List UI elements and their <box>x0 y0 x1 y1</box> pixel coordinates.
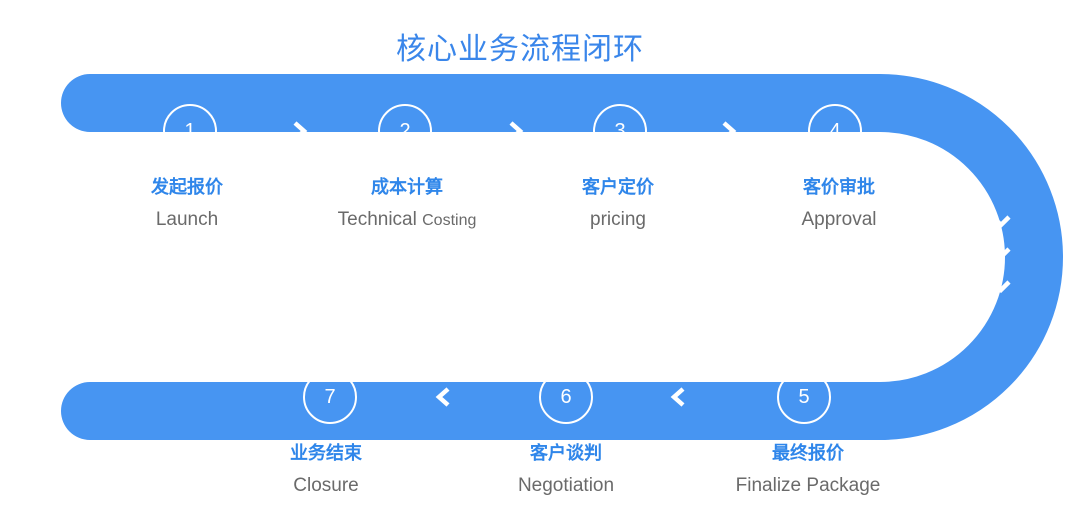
chevron-right-icon <box>722 121 737 141</box>
step-1-label: 发起报价 Launch <box>77 177 297 232</box>
step-6-label: 客户谈判 Negotiation <box>456 443 676 498</box>
step-2-zh: 成本计算 <box>371 177 443 198</box>
step-2-en: Technical Costing <box>297 208 517 233</box>
step-5-number: 5 <box>798 385 810 408</box>
step-4-label: 客价审批 Approval <box>729 177 949 232</box>
chevron-down-icon <box>991 247 1011 261</box>
step-4-number: 4 <box>829 119 841 142</box>
step-6-circle: 6 <box>539 370 593 424</box>
step-3-circle: 3 <box>593 104 647 158</box>
chevron-left-icon <box>435 387 450 407</box>
step-2-en-sub: Costing <box>422 212 477 229</box>
step-2-en-main: Technical <box>337 209 417 230</box>
step-6-en: Negotiation <box>517 475 615 496</box>
step-7-en: Closure <box>293 475 359 496</box>
step-7-number: 7 <box>324 385 336 408</box>
step-1-number: 1 <box>184 119 196 142</box>
step-3-label: 客户定价 pricing <box>508 177 728 232</box>
step-7-label: 业务结束 Closure <box>216 443 436 498</box>
step-5-circle: 5 <box>777 370 831 424</box>
step-7-circle: 7 <box>303 370 357 424</box>
step-6-number: 6 <box>560 385 572 408</box>
chevron-left-icon <box>670 387 685 407</box>
chevron-right-icon <box>293 121 308 141</box>
step-2-label: 成本计算 Technical Costing <box>297 177 517 233</box>
step-3-number: 3 <box>614 119 626 142</box>
step-1-zh: 发起报价 <box>151 177 223 198</box>
diagram-title: 核心业务流程闭环 <box>396 32 644 67</box>
step-6-zh: 客户谈判 <box>530 443 602 464</box>
step-5-label: 最终报价 Finalize Package <box>698 443 918 498</box>
step-2-circle: 2 <box>378 104 432 158</box>
step-3-zh: 客户定价 <box>582 177 654 198</box>
step-1-circle: 1 <box>163 104 217 158</box>
step-2-number: 2 <box>399 119 411 142</box>
chevron-right-icon <box>509 121 524 141</box>
step-5-en: Finalize Package <box>735 475 881 496</box>
step-4-en: Approval <box>801 209 877 230</box>
step-4-zh: 客价审批 <box>803 177 875 198</box>
chevron-down-icon <box>991 215 1011 229</box>
u-shaped-track <box>61 74 1063 440</box>
step-7-zh: 业务结束 <box>290 443 362 464</box>
step-3-en: pricing <box>590 209 646 230</box>
step-5-zh: 最终报价 <box>772 443 844 464</box>
step-1-en: Launch <box>155 209 219 230</box>
chevron-down-icon <box>991 280 1011 294</box>
step-4-circle: 4 <box>808 104 862 158</box>
